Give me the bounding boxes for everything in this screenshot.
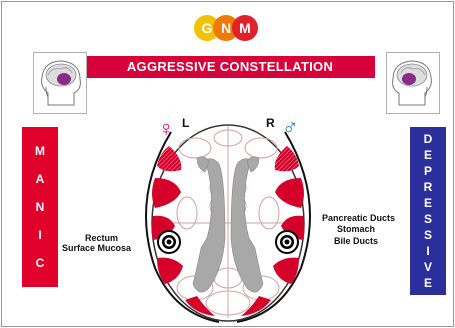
manic-letter: M — [35, 144, 45, 158]
label-pancreatic-ducts: Pancreatic Ducts — [322, 213, 395, 224]
depressive-letter: E — [424, 148, 432, 162]
label-bile-ducts: Bile Ducts — [334, 236, 378, 247]
depressive-letter: I — [426, 244, 429, 258]
depressive-letter: V — [424, 260, 432, 274]
depressive-letter: S — [424, 212, 432, 226]
label-stomach: Stomach — [337, 224, 375, 235]
right-head-icon — [386, 52, 440, 114]
title-banner: AGGRESSIVE CONSTELLATION — [85, 56, 375, 78]
manic-letter: C — [36, 256, 45, 270]
brain-scheme — [135, 118, 321, 324]
left-target-icon — [158, 231, 180, 253]
female-symbol-icon: ♀ — [158, 118, 175, 140]
right-hemisphere-label: R — [266, 116, 275, 130]
right-target-icon — [276, 231, 298, 253]
depressive-box: D E P R E S S I V E — [410, 127, 446, 295]
gnm-logo: G N M — [194, 15, 258, 41]
depressive-letter: D — [424, 132, 433, 146]
manic-letter: A — [36, 172, 45, 186]
depressive-letter: E — [424, 196, 432, 210]
label-surface-mucosa: Surface Mucosa — [62, 243, 131, 254]
left-head-icon — [33, 52, 87, 114]
depressive-letter: R — [424, 180, 433, 194]
depressive-letter: E — [424, 276, 432, 290]
depressive-letter: P — [424, 164, 432, 178]
manic-letter: I — [38, 228, 41, 242]
manic-letter: N — [36, 200, 45, 214]
logo-m-circle: M — [232, 15, 258, 41]
manic-box: M A N I C — [22, 127, 58, 287]
male-symbol-icon: ♂ — [282, 116, 299, 138]
left-hemisphere-label: L — [182, 116, 189, 130]
depressive-letter: S — [424, 228, 432, 242]
